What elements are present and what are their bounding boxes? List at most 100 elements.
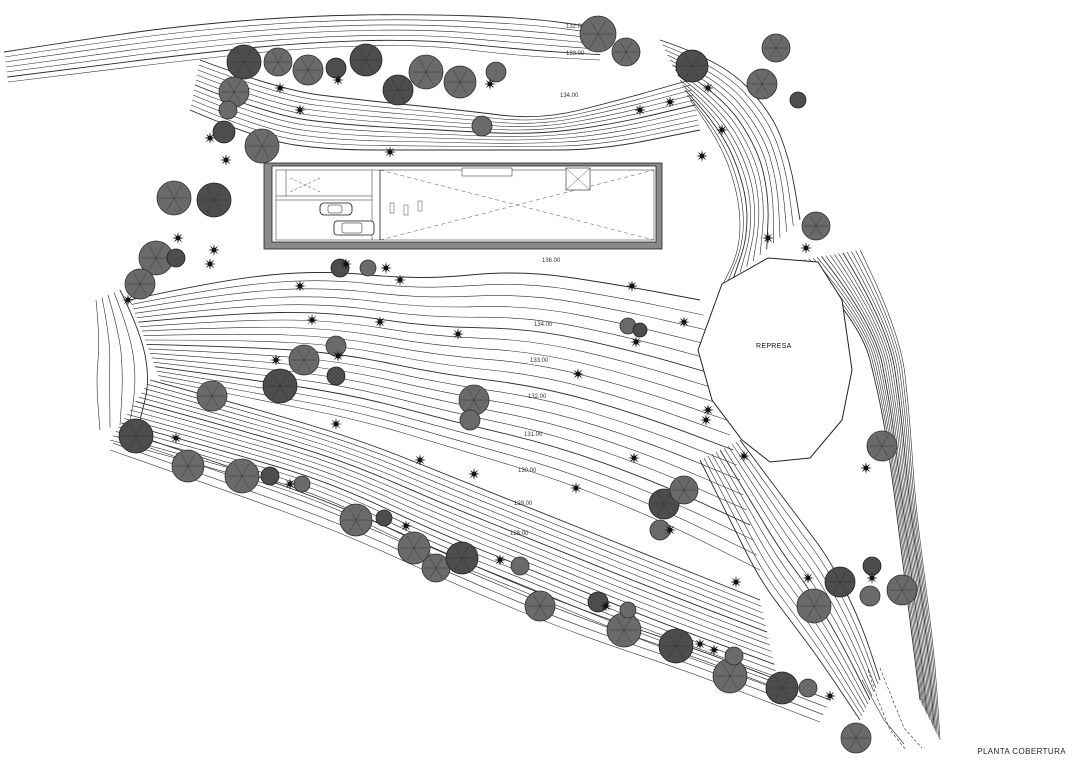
contour-line <box>679 79 755 267</box>
contour-line <box>859 249 941 741</box>
contour-label: 131.00 <box>524 432 543 438</box>
contour-line <box>109 449 821 723</box>
tree-icon <box>397 531 431 565</box>
tree-icon <box>171 449 205 483</box>
contour-line <box>147 384 762 607</box>
palm-icon <box>340 258 352 270</box>
tree-icon <box>458 384 490 416</box>
tree-icon <box>212 120 236 144</box>
contour-line <box>148 348 737 466</box>
contour-line <box>682 84 752 273</box>
tree-icon <box>765 671 799 705</box>
contour-line <box>829 254 931 721</box>
contour-line <box>144 339 731 436</box>
contour-label: 128.00 <box>510 531 529 537</box>
contour-line <box>132 405 769 639</box>
tree-icon <box>632 322 648 338</box>
tree-icon <box>218 100 238 120</box>
palm-icon <box>400 520 412 532</box>
tree-icon <box>325 335 347 357</box>
contour-line <box>715 451 869 705</box>
house-roof-plan <box>263 162 663 250</box>
tree-icon <box>524 590 556 622</box>
tree-icon <box>124 268 156 300</box>
car-icon <box>319 202 353 216</box>
palm-icon <box>294 104 306 116</box>
contour-line <box>129 272 701 301</box>
tree-icon <box>224 458 260 494</box>
tree-icon <box>459 409 481 431</box>
trees <box>118 15 918 754</box>
contour-line <box>196 74 694 127</box>
palm-icon <box>694 638 706 650</box>
contour-line <box>689 99 741 291</box>
tree-icon <box>824 566 856 598</box>
tree-icon <box>445 541 479 575</box>
contour-label: 132.00 <box>566 24 585 30</box>
palm-icon <box>394 274 406 286</box>
contour-line <box>677 74 760 261</box>
palm-icon <box>294 280 306 292</box>
contour-line <box>127 414 772 652</box>
tree-icon <box>325 57 347 79</box>
contour-line <box>146 343 734 451</box>
tree-icon <box>166 248 186 268</box>
contour-line <box>135 400 768 633</box>
palm-icon <box>330 418 342 430</box>
tree-icon <box>339 503 373 537</box>
contour-line <box>113 292 136 423</box>
contour-line <box>133 288 707 331</box>
palm-icon <box>800 242 812 254</box>
tree-icon <box>510 556 530 576</box>
contour-line <box>5 24 601 63</box>
contour-line <box>739 439 881 681</box>
contour-line <box>842 252 935 729</box>
contour-line <box>138 396 766 626</box>
contour-line <box>159 379 761 571</box>
contour-label: 132.00 <box>528 394 547 400</box>
car-icon <box>333 220 375 236</box>
contour-line <box>119 289 148 421</box>
palm-icon <box>860 462 872 474</box>
contour-label: 130.00 <box>518 468 537 474</box>
tree-icon <box>293 475 311 493</box>
contour-line <box>3 14 601 53</box>
contour-line <box>5 29 601 68</box>
tree-icon <box>579 15 617 53</box>
contour-line <box>664 49 787 232</box>
palm-icon <box>306 314 318 326</box>
contour-label: 136.00 <box>542 258 561 264</box>
contour-line <box>199 59 691 118</box>
contour-line <box>95 299 101 431</box>
palm-icon <box>204 132 216 144</box>
palm-icon <box>708 644 720 656</box>
entrance-path <box>861 667 923 751</box>
contour-label: 129.00 <box>514 501 533 507</box>
tree-icon <box>359 259 377 277</box>
contour-label: 133.00 <box>566 51 585 57</box>
tree-icon <box>798 678 818 698</box>
contour-labels: 132.00 133.00 134.00 136.00 134.00 133.0… <box>510 24 585 537</box>
tree-icon <box>196 380 228 412</box>
palm-icon <box>634 104 646 116</box>
palm-icon <box>702 404 714 416</box>
palm-icon <box>380 262 392 274</box>
drawing-title: PLANTA COBERTURA <box>977 747 1066 756</box>
palm-icon <box>664 524 676 536</box>
tree-icon <box>262 368 298 404</box>
contour-line <box>821 256 928 715</box>
contour-line <box>7 39 601 78</box>
palm-icon <box>626 280 638 292</box>
contour-line <box>4 19 601 58</box>
tree-icon <box>244 128 280 164</box>
contour-line <box>190 104 700 147</box>
contour-lines <box>3 14 941 741</box>
contour-line <box>723 447 873 697</box>
tree-icon <box>587 591 609 613</box>
tree-icon <box>263 47 293 77</box>
palm-icon <box>570 482 582 494</box>
palm-icon <box>730 576 742 588</box>
palm-icon <box>384 146 396 158</box>
tree-icon <box>840 722 872 754</box>
contour-line <box>855 250 939 738</box>
